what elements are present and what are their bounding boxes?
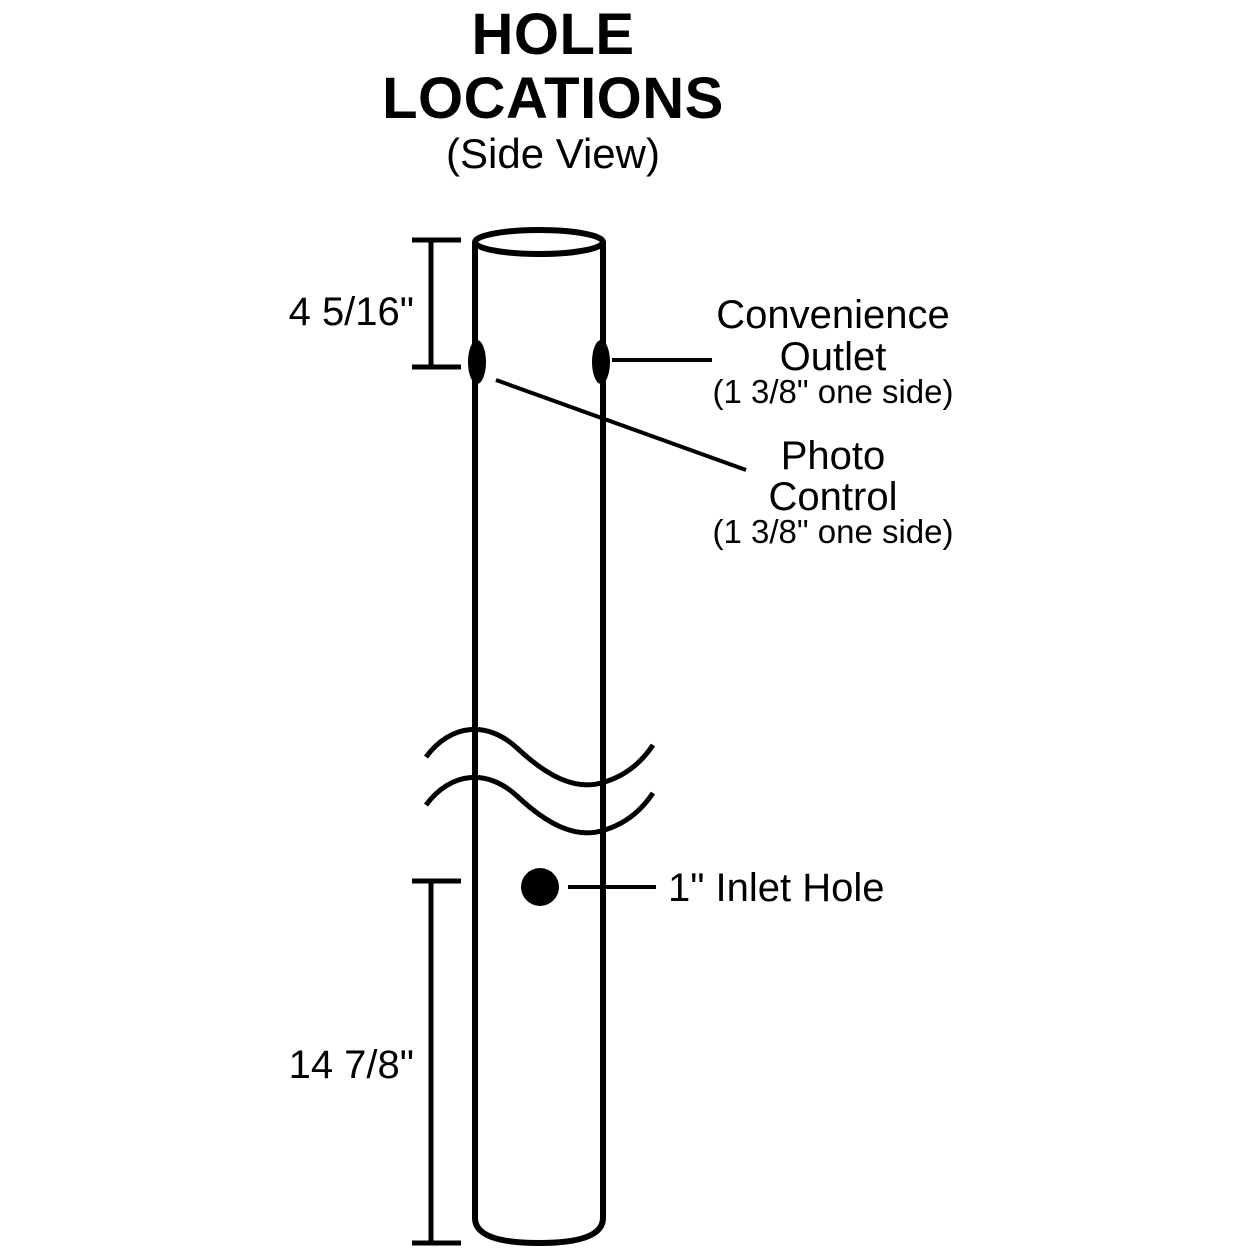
convenience-outlet-label-line-2: Outlet	[780, 335, 887, 379]
pole-top-ellipse	[472, 227, 606, 257]
title-subtitle: (Side View)	[446, 130, 660, 177]
bottom-dimension-label: 14 7/8"	[289, 1043, 414, 1087]
convenience-outlet-callout: Convenience Outlet (1 3/8" one side)	[612, 293, 954, 410]
photo-control-label-line-2: Control	[769, 475, 898, 519]
break-curve-lower	[423, 774, 656, 836]
pole-shape	[472, 227, 606, 1247]
top-dimension-label: 4 5/16"	[289, 290, 414, 334]
edge-holes	[468, 340, 610, 384]
top-dimension: 4 5/16"	[289, 237, 461, 370]
pole-lower-body	[472, 742, 606, 1247]
inlet-hole-label: 1" Inlet Hole	[668, 866, 885, 910]
break-curve-upper	[423, 726, 656, 788]
photo-control-callout: Photo Control (1 3/8" one side)	[495, 378, 954, 550]
break-symbol	[423, 726, 656, 836]
inlet-hole	[521, 868, 559, 906]
title-line-1: HOLE	[471, 2, 634, 67]
photo-control-label-line-1: Photo	[781, 434, 886, 478]
photo-control-note: (1 3/8" one side)	[712, 513, 953, 550]
photo-control-leader	[495, 378, 747, 472]
bottom-dimension: 14 7/8"	[289, 878, 461, 1246]
inlet-hole-callout: 1" Inlet Hole	[568, 866, 885, 910]
convenience-outlet-label-line-1: Convenience	[716, 293, 950, 337]
photo-control-hole	[468, 340, 486, 384]
convenience-outlet-note: (1 3/8" one side)	[712, 373, 953, 410]
convenience-outlet-hole	[592, 340, 610, 384]
title-line-2: LOCATIONS	[382, 66, 724, 131]
